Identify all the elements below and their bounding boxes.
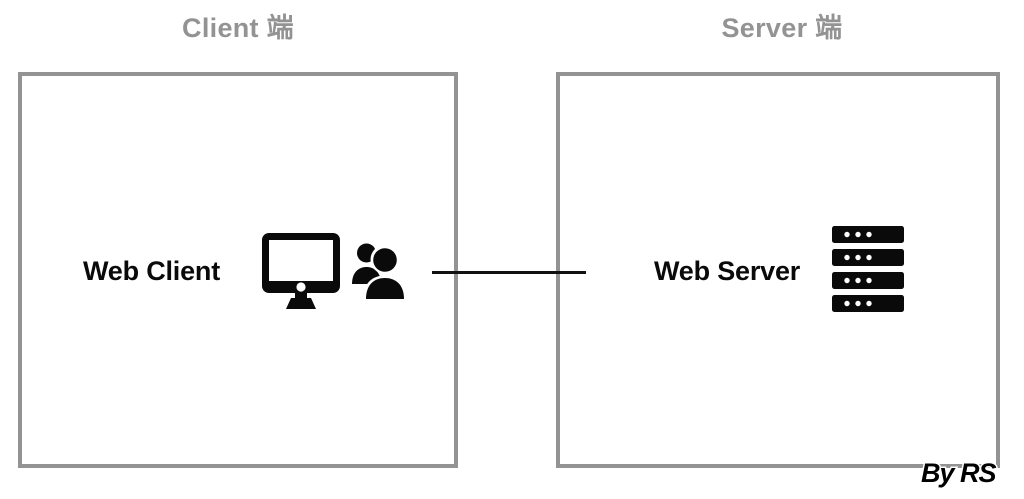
server-unit-3 — [832, 272, 904, 289]
client-zone-title: Client 端 — [182, 13, 294, 43]
server-zone-title: Server 端 — [721, 13, 843, 43]
server-zone-box — [556, 72, 1000, 468]
web-client-label: Web Client — [83, 256, 221, 286]
watermark: By RS — [920, 457, 999, 490]
server-rack-icon — [832, 226, 904, 312]
client-server-connector-line — [432, 271, 586, 274]
server-unit-4 — [832, 295, 904, 312]
web-server-label: Web Server — [654, 256, 801, 286]
server-unit-2 — [832, 249, 904, 266]
server-unit-1 — [832, 226, 904, 243]
users-group-icon — [350, 240, 408, 300]
desktop-monitor-icon — [261, 232, 349, 310]
